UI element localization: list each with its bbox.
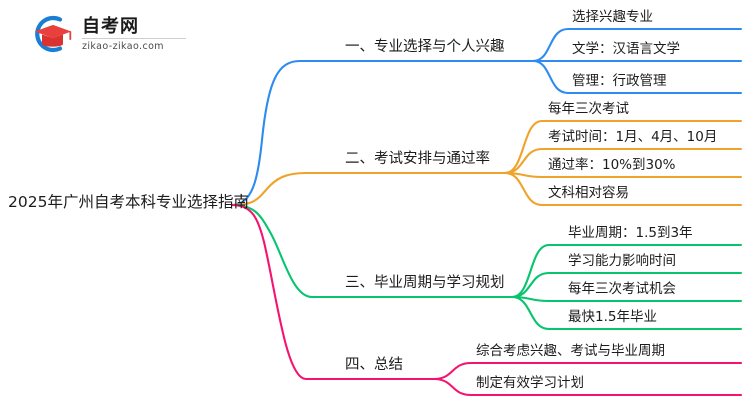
branch-label-3[interactable]: 三、毕业周期与学习规划	[345, 275, 505, 291]
branch-label-4[interactable]: 四、总结	[345, 357, 403, 373]
leaf-label-1-3[interactable]: 管理：行政管理	[572, 73, 667, 89]
leaf-label-4-1[interactable]: 综合考虑兴趣、考试与毕业周期	[476, 343, 665, 359]
branch-label-2[interactable]: 二、考试安排与通过率	[345, 151, 490, 167]
leaf-label-3-2[interactable]: 学习能力影响时间	[568, 253, 676, 269]
leaf-label-2-1[interactable]: 每年三次考试	[548, 101, 629, 117]
graduation-cap-icon	[30, 13, 76, 55]
site-logo: 自考网 zikao-zikao.com	[30, 11, 190, 57]
leaf-label-2-4[interactable]: 文科相对容易	[548, 185, 629, 201]
leaf-label-2-3[interactable]: 通过率：10%到30%	[548, 157, 676, 173]
logo-divider	[82, 37, 186, 39]
logo-domain: zikao-zikao.com	[82, 40, 164, 52]
leaf-label-3-1[interactable]: 毕业周期：1.5到3年	[568, 225, 693, 241]
leaf-label-3-3[interactable]: 每年三次考试机会	[568, 281, 676, 297]
leaf-label-1-2[interactable]: 文学：汉语言文学	[572, 41, 680, 57]
leaf-label-3-4[interactable]: 最快1.5年毕业	[568, 309, 657, 325]
branch-label-1[interactable]: 一、专业选择与个人兴趣	[345, 39, 505, 55]
logo-cn-name: 自考网	[82, 15, 139, 37]
page-title: 2025年广州自考本科专业选择指南	[8, 193, 249, 211]
leaf-label-1-1[interactable]: 选择兴趣专业	[572, 9, 653, 25]
leaf-label-4-2[interactable]: 制定有效学习计划	[476, 375, 584, 391]
leaf-label-2-2[interactable]: 考试时间：1月、4月、10月	[548, 129, 718, 145]
logo-wordmark: 自考网 zikao-zikao.com	[82, 17, 186, 52]
